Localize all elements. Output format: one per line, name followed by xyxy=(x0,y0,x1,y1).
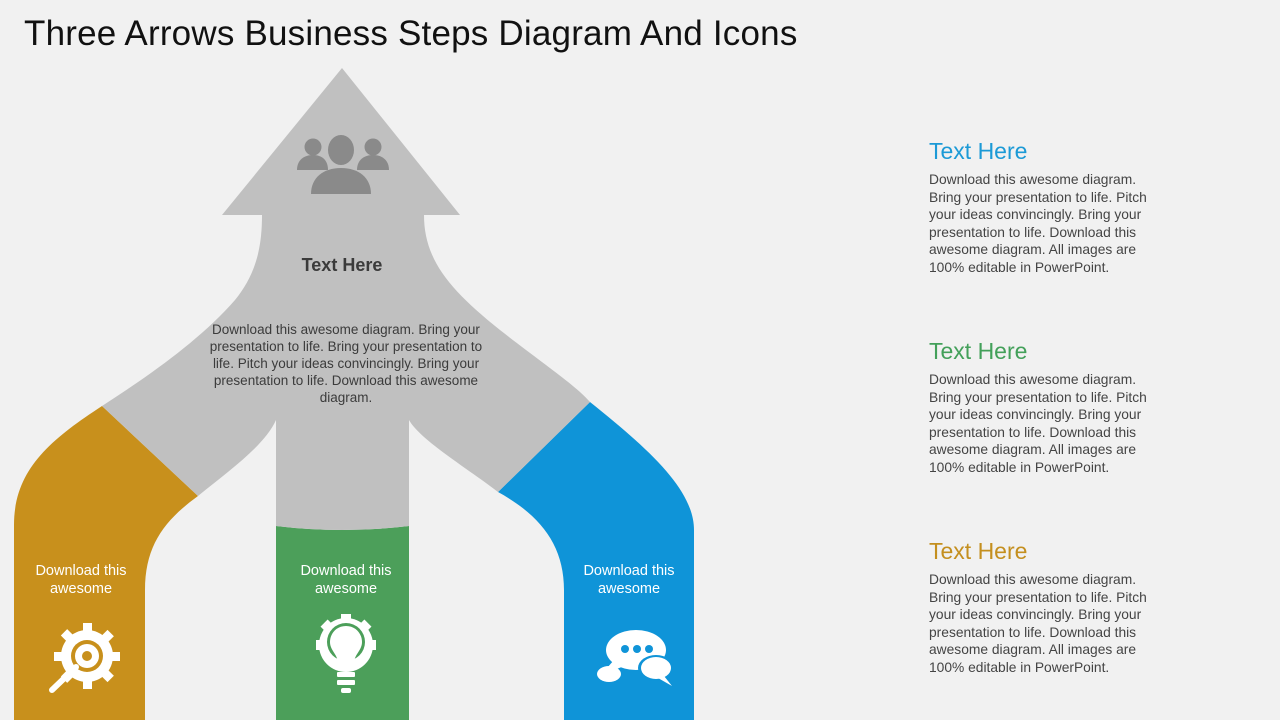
arrow-heading: Text Here xyxy=(301,255,383,275)
side-block-3-title: Text Here xyxy=(929,538,1028,564)
side-block-2-title: Text Here xyxy=(929,338,1028,364)
users-group-icon xyxy=(297,135,389,194)
side-block-2-text: Download this awesome diagram. Bring you… xyxy=(929,372,1147,475)
side-block-1-text: Download this awesome diagram. Bring you… xyxy=(929,172,1147,275)
orange-column-label: Download this awesome xyxy=(35,563,127,597)
orange-branch xyxy=(14,406,198,720)
chat-bubbles-icon xyxy=(597,630,674,686)
page-title: Three Arrows Business Steps Diagram And … xyxy=(24,14,798,53)
side-block-1-title: Text Here xyxy=(929,138,1028,164)
side-block-3: Text Here Download this awesome diagram.… xyxy=(929,537,1169,677)
side-block-1: Text Here Download this awesome diagram.… xyxy=(929,137,1169,277)
green-column-label: Download this awesome xyxy=(300,563,392,597)
side-block-3-text: Download this awesome diagram. Bring you… xyxy=(929,572,1147,675)
blue-column-label: Download this awesome xyxy=(583,563,675,597)
arrow-body-text: Download this awesome diagram. Bring you… xyxy=(209,322,483,405)
search-gear-icon xyxy=(49,623,120,693)
side-block-2: Text Here Download this awesome diagram.… xyxy=(929,337,1169,477)
gray-arrow xyxy=(102,68,590,530)
lightbulb-gear-icon xyxy=(316,614,376,693)
